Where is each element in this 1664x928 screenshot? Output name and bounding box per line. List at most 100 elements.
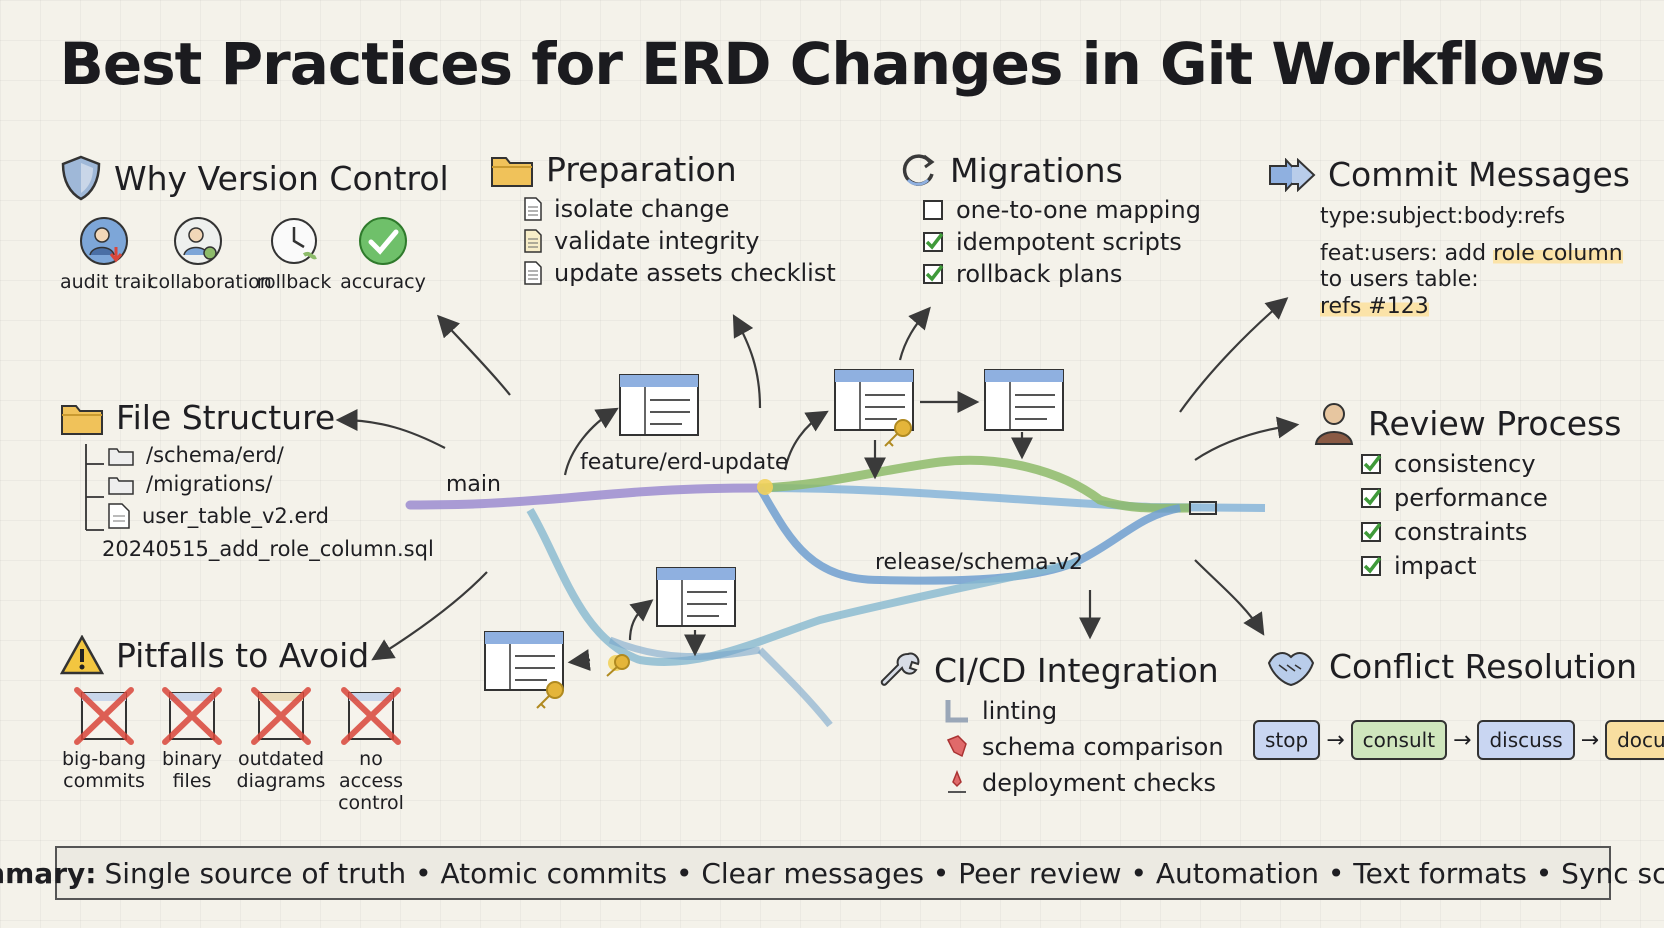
pitfall-item: no access control (326, 687, 416, 815)
lower-branch-line (526, 507, 1081, 666)
file-structure-section: File Structure /schema/erd/ /migrations/… (60, 398, 434, 561)
file-icon (108, 503, 130, 529)
deploy-icon (948, 770, 966, 793)
arrow (335, 409, 446, 449)
check-accuracy-icon (359, 217, 407, 265)
preparation-item-label: update assets checklist (554, 259, 836, 287)
list-item: schema comparison (944, 734, 1224, 760)
checked-box-icon (1361, 556, 1382, 576)
summary-bar: Summary: Single source of truth • Atomic… (0, 846, 1664, 900)
key-icon (536, 681, 564, 709)
file-structure-title: File Structure (116, 398, 336, 437)
list-item: consistency (1360, 452, 1621, 476)
folder-icon (61, 404, 103, 435)
review-process-title: Review Process (1368, 403, 1622, 443)
cicd-item-label: linting (982, 697, 1058, 725)
arrow-right-icon: → (1580, 727, 1600, 753)
main-branch-line (405, 483, 765, 510)
cicd-title: CI/CD Integration (934, 650, 1219, 690)
preparation-list: isolate change validate integrity update… (524, 197, 836, 285)
why-item-label: rollback (256, 271, 332, 293)
document-icon (524, 197, 542, 221)
arrow (437, 314, 511, 396)
step-stop: stop (1253, 720, 1321, 760)
refresh-icon (902, 154, 935, 186)
list-item: isolate change (524, 197, 836, 221)
tree-item-label: /schema/erd/ (146, 443, 284, 467)
arrow (783, 410, 829, 471)
list-item: performance (1360, 486, 1621, 510)
list-item: rollback plans (922, 262, 1201, 286)
arrow (567, 649, 591, 671)
wrench-icon (880, 652, 920, 686)
migration-item-label: rollback plans (956, 260, 1123, 288)
list-item: deployment checks (944, 770, 1224, 796)
checked-box-icon (923, 264, 944, 284)
why-item-label: collaboration (148, 271, 272, 293)
pitfalls-row: big-bang commits binary files outdated d… (60, 687, 416, 815)
shield-icon (61, 155, 101, 201)
commit-messages-section: Commit Messages type:subject:body:refs f… (1268, 155, 1630, 320)
why-version-control-section: Why Version Control audit trail collabor… (60, 155, 449, 293)
cicd-item-label: deployment checks (982, 769, 1216, 797)
migrations-title: Migrations (950, 150, 1123, 190)
pitfall-item: outdated diagrams (236, 687, 326, 815)
arrow (898, 306, 931, 361)
cicd-list: linting schema comparison deployment che… (944, 698, 1224, 796)
why-item-label: audit trail (60, 271, 152, 293)
commit-messages-title: Commit Messages (1328, 155, 1630, 194)
folder-icon (108, 447, 134, 466)
why-item: rollback (248, 215, 340, 293)
list-item: one-to-one mapping (922, 198, 1201, 222)
crossed-diagram-icon (251, 687, 311, 745)
checked-box-icon (1361, 454, 1382, 474)
pitfall-item: binary files (148, 687, 236, 815)
list-item: linting (944, 698, 1224, 724)
step-discuss: discuss (1477, 720, 1575, 760)
unchecked-box-icon (923, 200, 943, 220)
pitfall-label: outdated diagrams (236, 748, 326, 792)
list-item: update assets checklist (524, 261, 836, 285)
tree-item-label: user_table_v2.erd (142, 503, 329, 528)
pitfalls-section: Pitfalls to Avoid big-bang commits binar… (60, 635, 416, 815)
review-item-label: performance (1394, 484, 1548, 512)
list-item: constraints (1360, 520, 1621, 544)
user-collaboration-icon (174, 217, 222, 265)
review-process-section: Review Process consistency performance c… (1312, 400, 1621, 578)
tree-item: user_table_v2.erd (108, 503, 434, 529)
review-item-label: consistency (1394, 450, 1536, 478)
key-icon (884, 419, 912, 447)
tree-item-label: 20240515_add_role_column.sql (102, 537, 434, 561)
key-icon (606, 654, 630, 677)
erd-table-icon (619, 374, 699, 436)
file-tree: /schema/erd/ /migrations/ user_table_v2.… (102, 443, 434, 562)
warning-icon (60, 635, 104, 675)
arrow (732, 314, 762, 409)
pitfall-label: no access control (338, 748, 404, 814)
lint-icon (945, 700, 968, 723)
erd-table-icon (656, 567, 736, 627)
commit-format: type:subject:body:refs (1320, 204, 1566, 229)
folder-icon (491, 156, 533, 187)
cicd-section: CI/CD Integration linting schema compari… (878, 650, 1224, 796)
arrow-right-icon: → (1453, 727, 1472, 753)
crossed-binary-file-icon (162, 687, 222, 745)
checked-box-icon (923, 232, 944, 252)
page-title: Best Practices for ERD Changes in Git Wo… (59, 30, 1606, 98)
list-item: validate integrity (524, 229, 836, 253)
commit-example-highlight: role column (1493, 241, 1623, 266)
list-item: idempotent scripts (922, 230, 1201, 254)
compare-icon (946, 735, 967, 758)
conflict-steps: stop → consult → discuss → document (1253, 720, 1664, 760)
migrations-section: Migrations one-to-one mapping idempotent… (898, 150, 1201, 286)
branch-label-release: release/schema-v2 (875, 550, 1083, 575)
checked-box-icon (1361, 488, 1382, 508)
why-icons-row: audit trail collaboration rollback accur… (60, 215, 449, 293)
crossed-document-icon (74, 687, 134, 745)
arrow (1194, 559, 1265, 636)
tree-item-label: /migrations/ (146, 472, 273, 496)
why-item: collaboration (148, 215, 272, 293)
tree-lines (85, 444, 104, 531)
migration-item-label: idempotent scripts (956, 228, 1182, 256)
